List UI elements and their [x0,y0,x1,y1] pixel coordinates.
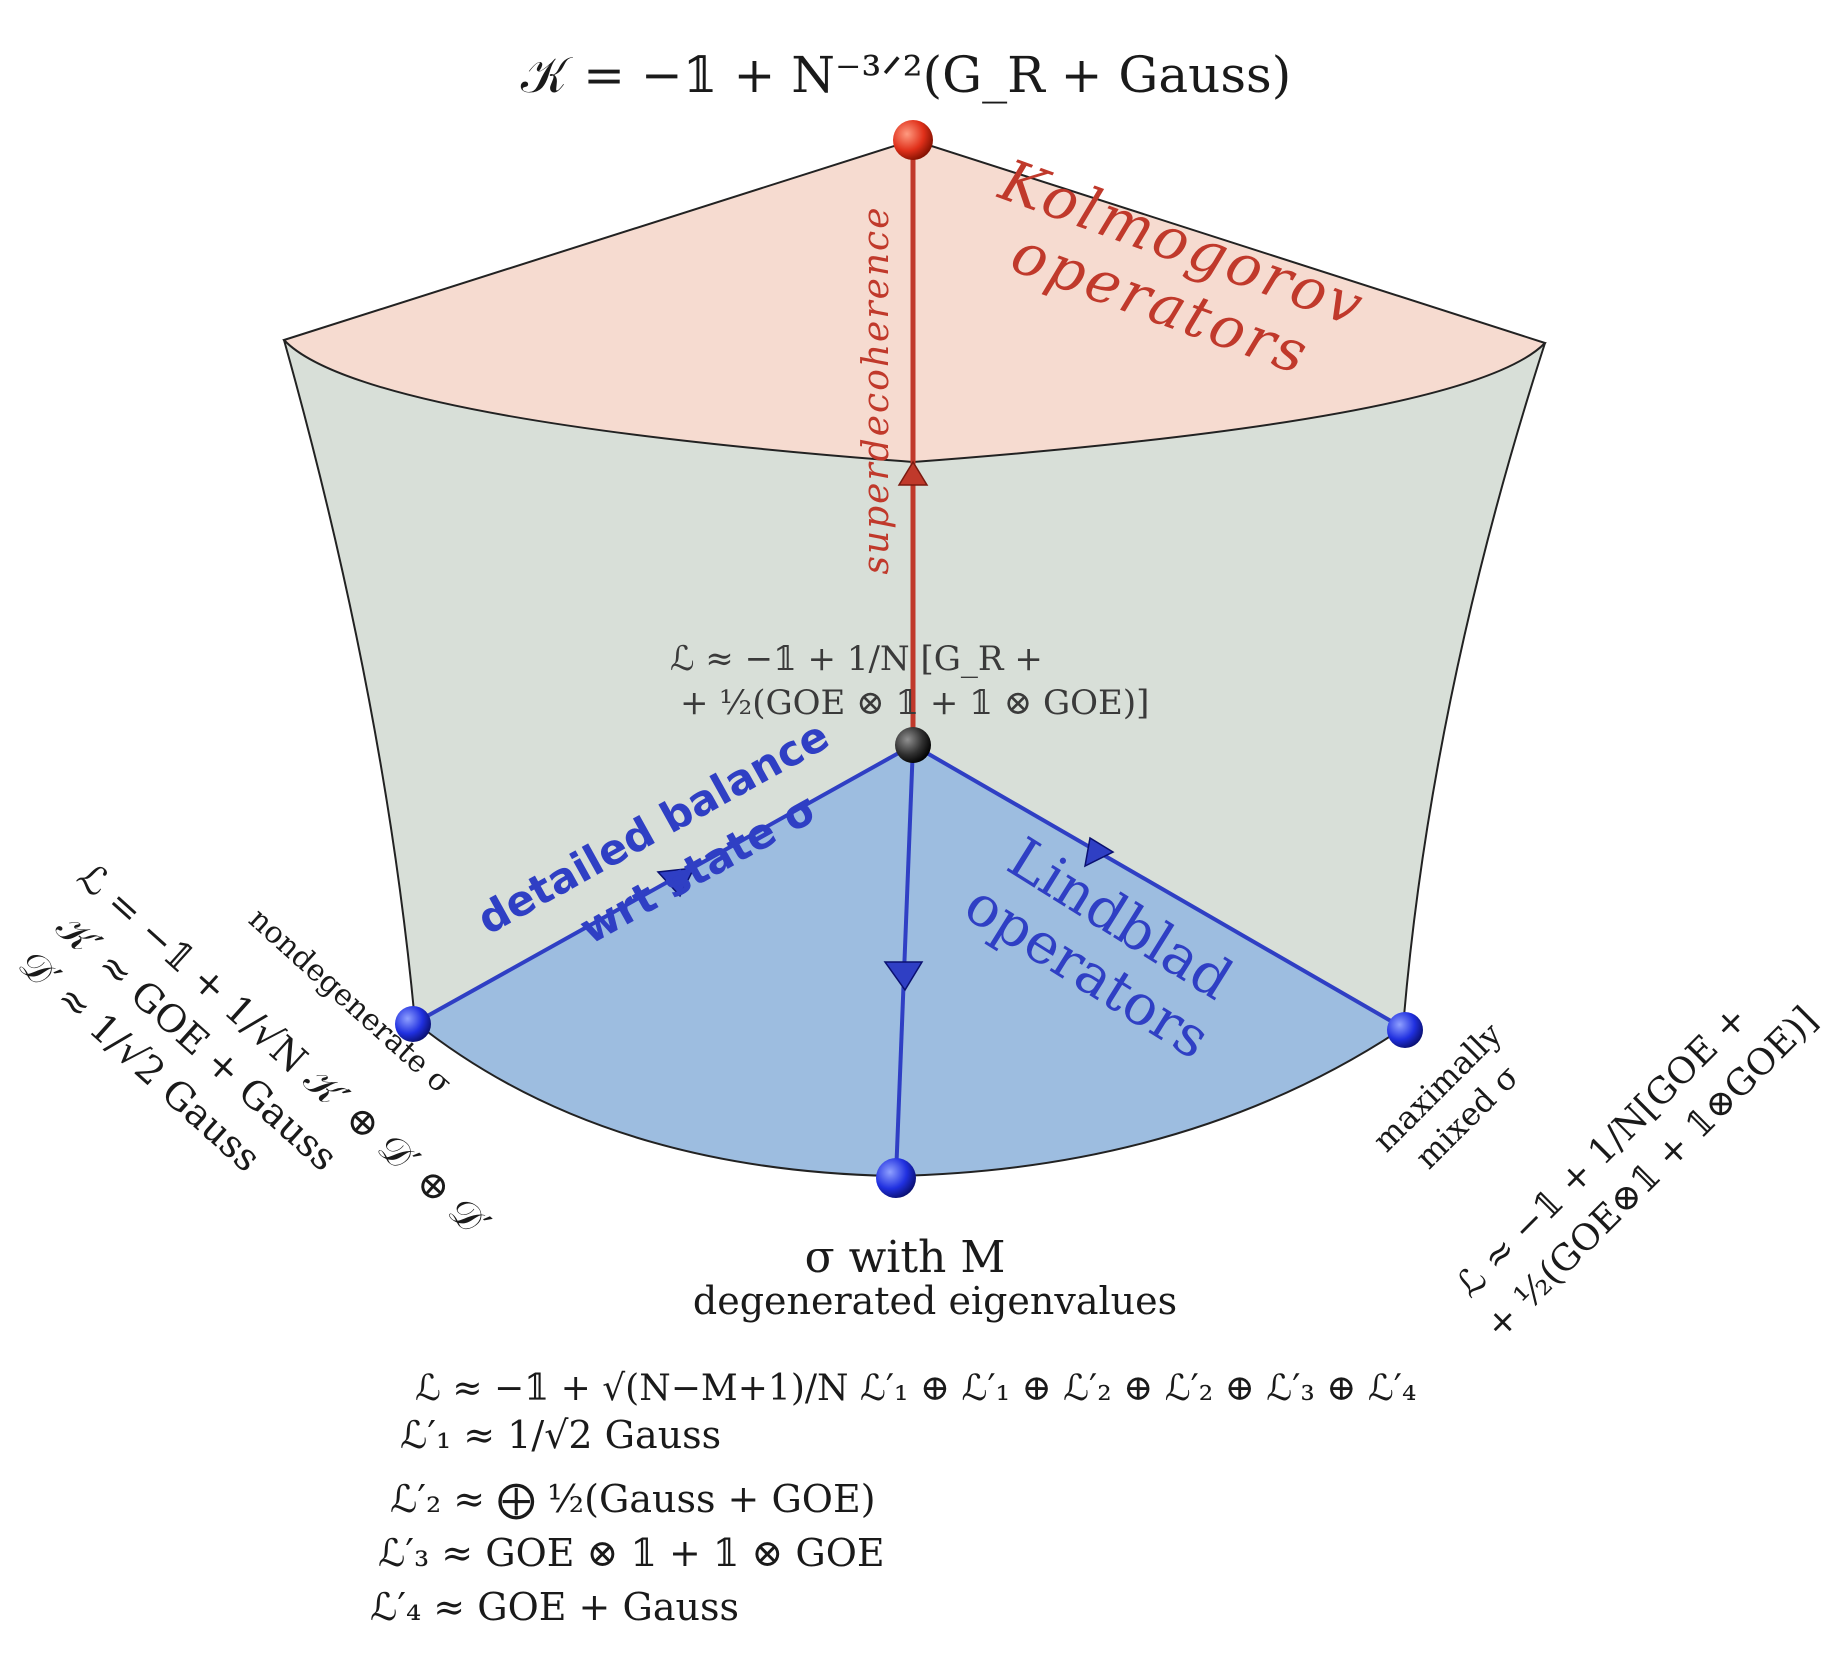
superdecoherence-label: superdecoherence [856,205,897,574]
bottom-formula-5: ℒ′₄ ≈ GOE + Gauss [370,1585,739,1629]
detailed-balance-line [412,743,914,1026]
bottom-blue-sphere [876,1158,916,1198]
degenerate-line [894,744,915,1177]
right-side-wall [913,343,1545,1028]
lindblad-surface [415,745,1403,1176]
red-arrow-cone [897,460,929,486]
blue-arrow-cone-left [656,867,696,898]
bottom-formula-4: ℒ′₃ ≈ GOE ⊗ 𝟙 + 𝟙 ⊗ GOE [378,1531,885,1575]
blue-arrow-cone-right [1083,836,1115,868]
top-formula: 𝒦 = −𝟙 + N⁻³ᐟ²(G_R + Gauss) [521,46,1291,104]
right-corner-formula-2: + ½(GOE⊗𝟙 + 𝟙⊗GOE)] [1477,999,1825,1347]
bottom-formula-3: ℒ′₂ ≈ ⨁ ½(Gauss + GOE) [390,1477,876,1521]
center-black-sphere [895,727,931,763]
left-side-wall [284,340,913,1022]
top-red-sphere [893,120,933,160]
bottom-corner-title-line2: degenerated eigenvalues [693,1279,1177,1323]
center-formula-line1: ℒ ≈ −𝟙 + 1/N [G_R + [670,639,1043,679]
bottom-corner-title-line1: σ with M [805,1232,1006,1283]
right-blue-sphere [1387,1012,1423,1048]
lindblad-right-line [911,743,1405,1030]
right-outer-edge [1402,342,1546,1029]
blue-arrow-cone-center [883,961,924,992]
center-formula-line2: + ½(GOE ⊗ 𝟙 + 𝟙 ⊗ GOE)] [680,683,1149,723]
left-blue-sphere [395,1006,431,1042]
left-outer-edge [283,339,416,1023]
bottom-formula-1: ℒ ≈ −𝟙 + √(N−M+1)/N ℒ′₁ ⊕ ℒ′₁ ⊕ ℒ′₂ ⊕ ℒ′… [415,1368,1416,1409]
bottom-formula-2: ℒ′₁ ≈ 1/√2 Gauss [400,1413,721,1457]
